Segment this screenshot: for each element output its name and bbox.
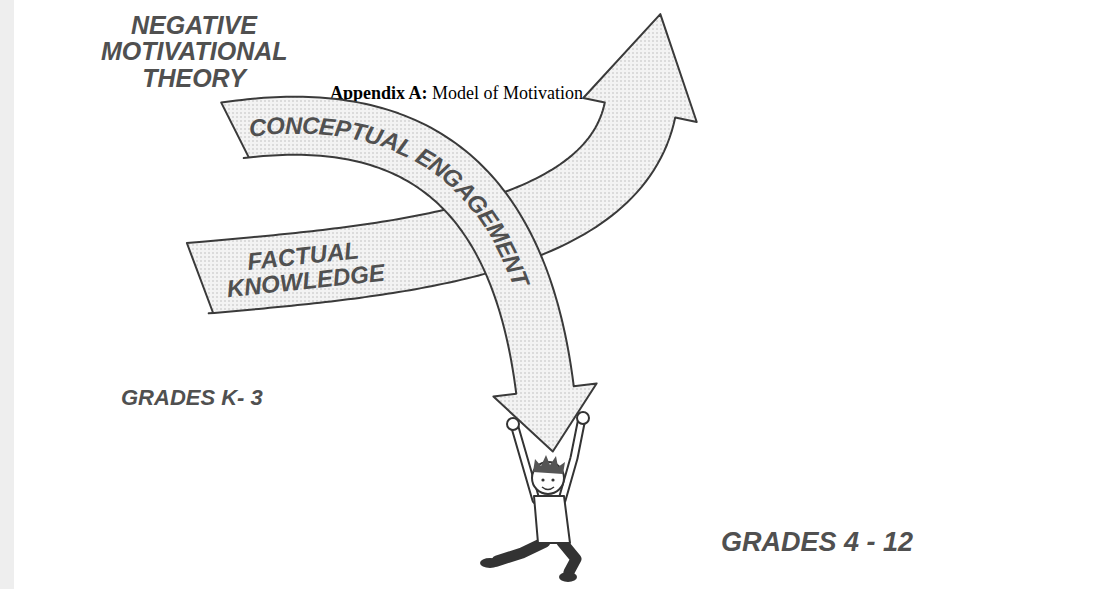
boy-shirt: [534, 496, 570, 543]
diagram-title: Appendix A: Model of Motivation: [330, 83, 583, 104]
title-holder: Appendix A: Model of Motivation: [330, 83, 583, 104]
boy-hand: [577, 412, 589, 424]
boy-mouth: [542, 487, 554, 490]
boy-shoe: [480, 558, 500, 568]
arrow-tip-label: NEGATIVE MOTIVATIONAL THEORY: [98, 12, 290, 91]
text-holder: CONCEPTUAL ENGAGEMENT: [217, 92, 601, 455]
grade-label: GRADES K- 3: [118, 386, 266, 409]
boy-eye: [541, 478, 544, 481]
boy-leg: [497, 542, 545, 561]
boy-leg: [562, 542, 576, 572]
band-text: CONCEPTUAL ENGAGEMENT: [217, 92, 601, 455]
boy-arm: [514, 424, 536, 500]
ribbon-band: CONCEPTUAL ENGAGEMENT: [217, 92, 601, 455]
page-edge-strip: [0, 0, 14, 589]
band-letter: N: [285, 112, 302, 140]
label-holder: NEGATIVE MOTIVATIONAL THEORY: [98, 12, 290, 91]
label-holder: GRADES K- 3: [118, 386, 266, 409]
boy-shoe: [559, 572, 577, 582]
boy-hair: [533, 455, 565, 474]
hanging-boy: [480, 412, 589, 582]
label-holder: GRADES 4 - 12: [718, 528, 916, 556]
grade-label: GRADES 4 - 12: [718, 528, 916, 556]
band-letter: O: [265, 112, 285, 140]
boy-arm-outline: [514, 424, 536, 500]
band-letter: C: [302, 112, 321, 140]
title-rest: Model of Motivation: [428, 83, 584, 103]
band-letter: C: [248, 113, 268, 142]
boy-eye: [551, 478, 554, 481]
